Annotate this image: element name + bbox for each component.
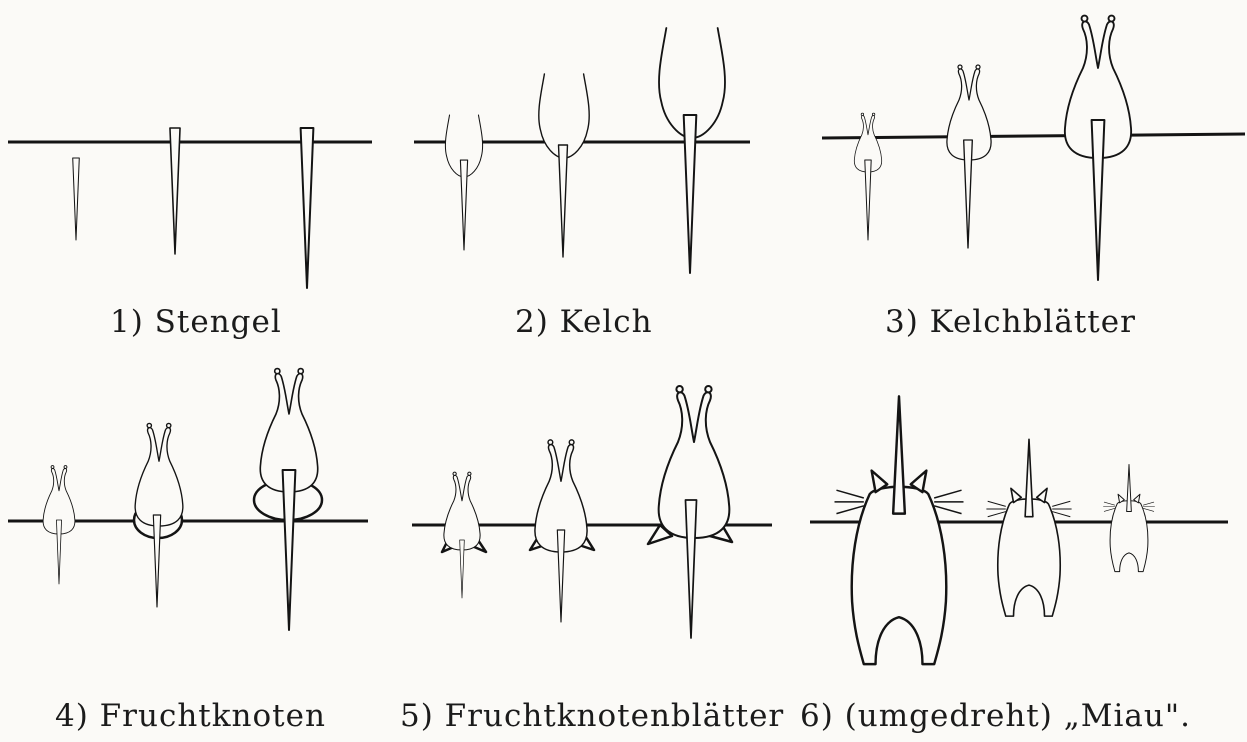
caption-kelch: 2) Kelch: [515, 304, 653, 340]
caption-kelchblaetter: 3) Kelchblätter: [885, 304, 1136, 340]
caption-fruchtknotenblaetter: 5) Fruchtknotenblätter: [400, 698, 784, 734]
panel-stengel-drawing: [8, 128, 372, 288]
panel-kelch-drawing: [414, 28, 750, 273]
panel-fruchtknotenblaetter-drawing: [412, 386, 772, 638]
panel-kelchblaetter-drawing: [822, 16, 1245, 281]
ovary-leaf-small: [444, 472, 480, 550]
sepal-baseline: [822, 134, 1245, 138]
panel-fruchtknoten-drawing: [8, 369, 368, 631]
cat-medium: [986, 439, 1071, 616]
caption-fruchtknoten: 4) Fruchtknoten: [55, 698, 326, 734]
stem-small: [73, 158, 80, 240]
stem-large: [301, 128, 314, 288]
cat-small: [1103, 465, 1155, 572]
ovary-medium: [135, 423, 183, 526]
panel-miau-drawing: [810, 396, 1228, 664]
cat-large: [835, 396, 964, 664]
caption-miau: 6) (umgedreht) „Miau".: [800, 698, 1191, 734]
caption-stengel: 1) Stengel: [110, 304, 282, 340]
stem-medium: [170, 128, 180, 254]
